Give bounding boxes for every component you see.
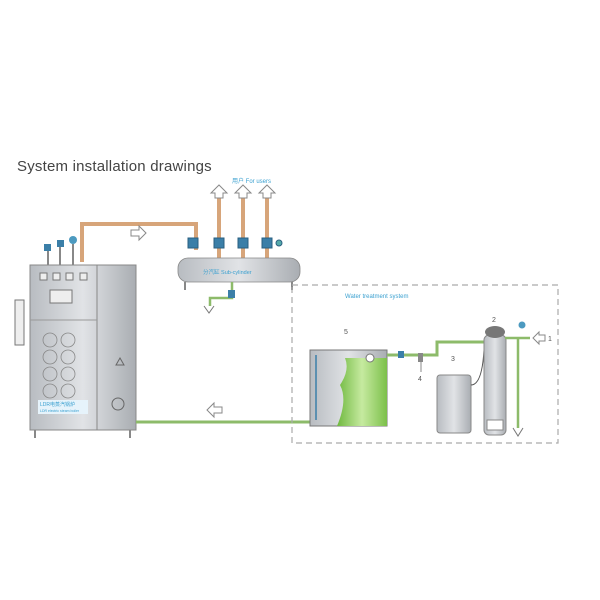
flow-arrow-left-icon [206,401,223,419]
steam-pipe [80,222,198,262]
callout-2: 2 [492,317,496,324]
page-title: System installation drawings [17,158,212,175]
valves [187,237,283,249]
flow-arrow-right-icon [130,224,147,242]
for-users-label: 用户 For users [232,177,271,185]
softened-water-pipe [387,340,490,357]
callout-5: 5 [344,329,348,336]
drain-icon [512,427,524,437]
electric-steam-boiler: LDR电蒸汽锅炉 LDR electric steam boiler [14,236,137,438]
arrow-up-icon [233,184,253,199]
arrow-up-icon [209,184,229,199]
sub-cylinder-label: 分汽缸 Sub-cylinder [203,268,252,276]
drain-outlet-pipe [505,336,530,428]
softener-column [483,326,507,436]
inlet-arrow-left-icon [532,330,546,346]
drain-icon [203,305,215,314]
sight-glass [14,299,25,346]
callout-4: 4 [418,376,422,383]
boiler-name-en-label: LDR electric steam boiler [40,409,80,413]
warning-icon [115,356,125,366]
brine-tank [436,374,472,434]
water-treatment-box [291,284,559,444]
callout-1: 1 [548,336,552,343]
boiler-name-label: LDR电蒸汽锅炉 [40,401,75,408]
pump-icon [111,397,125,411]
gauges [44,236,77,265]
sub-cylinder [177,257,301,283]
user-steam-pipes [209,184,277,260]
water-tank [309,349,388,427]
arrow-up-icon [257,184,277,199]
pressure-gauge-icon [518,321,526,329]
callout-3: 3 [451,356,455,363]
water-treatment-label: Water treatment system [345,294,408,300]
